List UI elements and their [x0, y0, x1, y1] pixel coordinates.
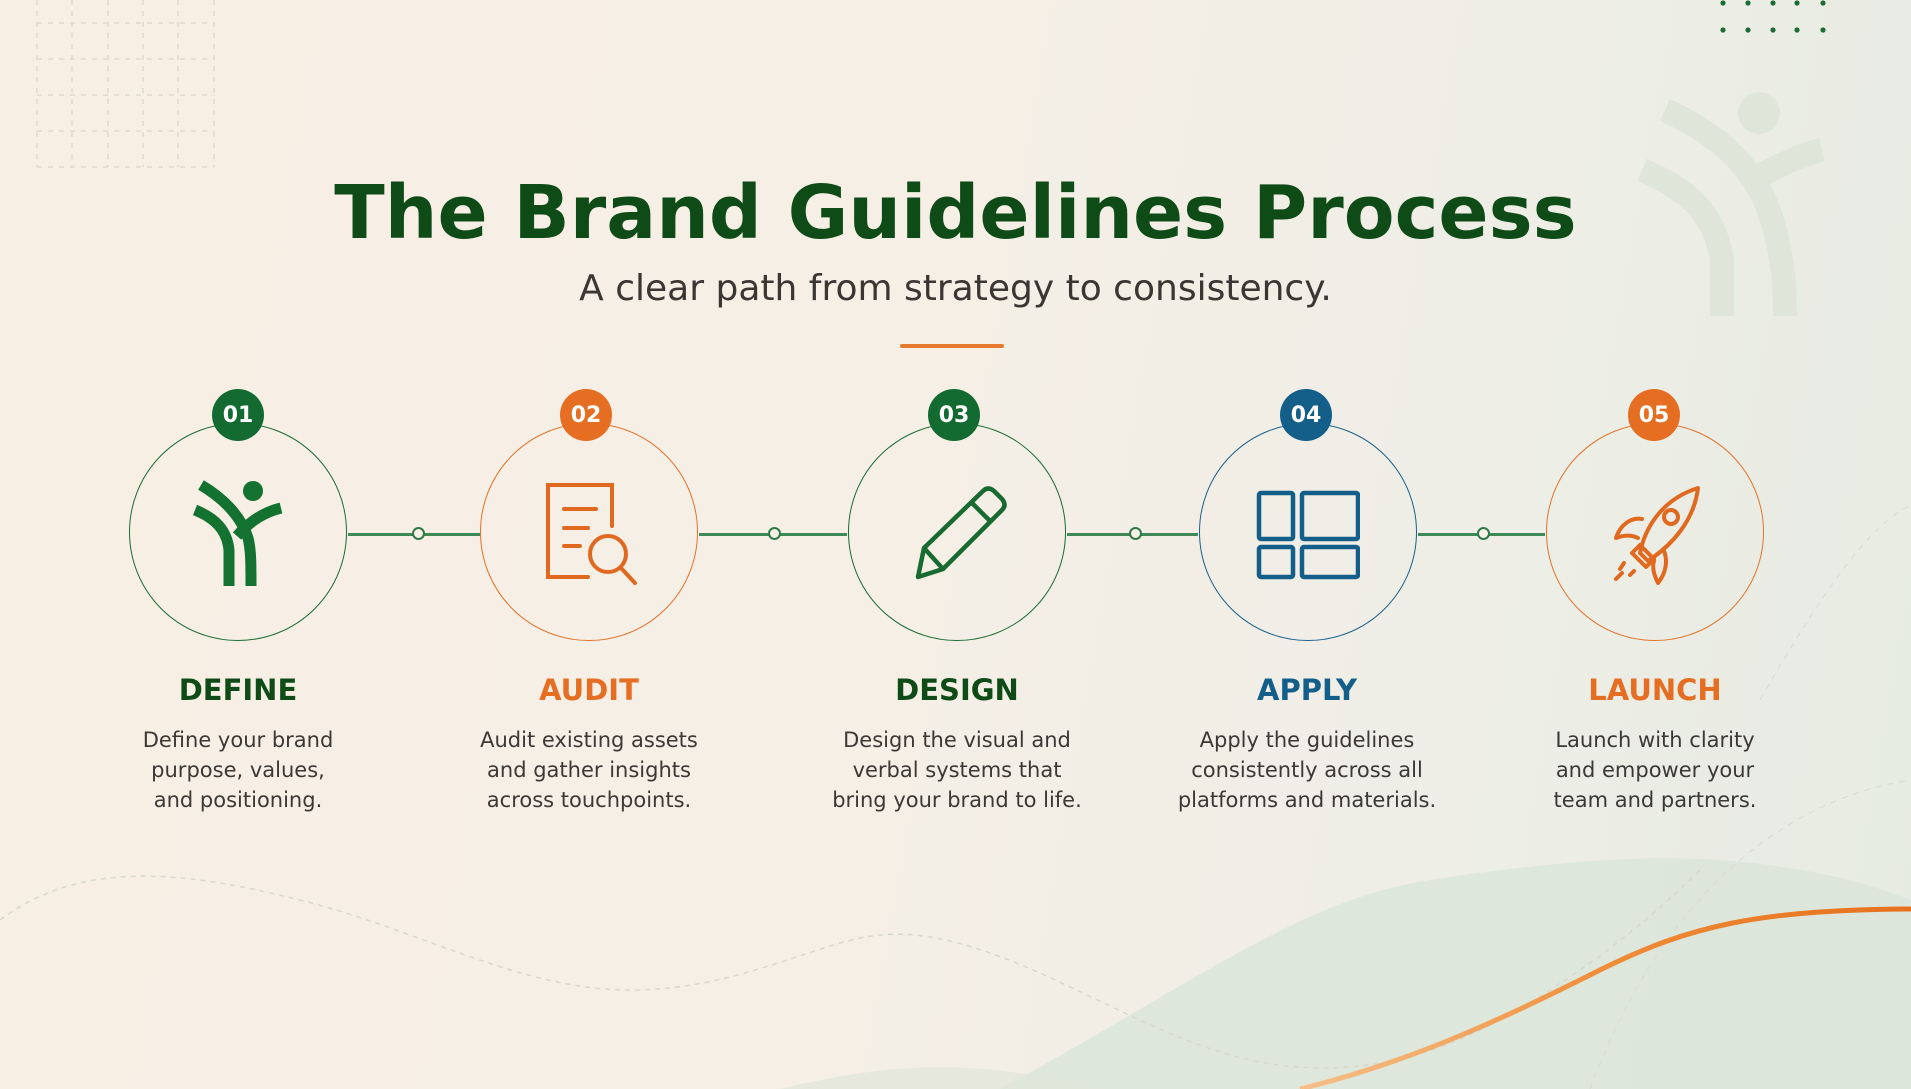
step-description: Apply the guidelines consistently across… — [1177, 728, 1437, 812]
step-number-badge: 04 — [1280, 389, 1332, 441]
dashed-grid-pattern — [36, 0, 215, 168]
step-description: Define your brand purpose, values, and p… — [142, 728, 334, 812]
step-number-badge: 02 — [560, 389, 612, 441]
step-title: APPLY — [1257, 673, 1357, 707]
step-title: LAUNCH — [1588, 673, 1722, 707]
page-subtitle: A clear path from strategy to consistenc… — [579, 268, 1332, 309]
step-description: Launch with clarity and empower your tea… — [1553, 728, 1757, 812]
watermark-logo-icon — [1637, 92, 1825, 317]
page-title: The Brand Guidelines Process — [334, 170, 1577, 256]
brand-figure-icon — [193, 480, 283, 587]
orange-accent-curve — [1299, 906, 1911, 1089]
step-title: DESIGN — [895, 673, 1019, 707]
step-number-badge: 03 — [928, 389, 980, 441]
document-search-icon — [546, 483, 637, 585]
green-hill-shape — [1000, 858, 1911, 1089]
step-number-badge: 05 — [1628, 389, 1680, 441]
connector-node — [1129, 527, 1142, 540]
rocket-icon — [1614, 486, 1700, 585]
title-divider — [900, 344, 1004, 348]
connector-node — [768, 527, 781, 540]
dot-pattern — [1720, 0, 1826, 33]
pencil-icon — [915, 486, 1007, 580]
step-description: Design the visual and verbal systems tha… — [832, 728, 1082, 812]
connector-node — [1477, 527, 1490, 540]
layout-grid-icon — [1256, 490, 1360, 580]
connector-node — [412, 527, 425, 540]
step-title: DEFINE — [178, 673, 298, 707]
step-title: AUDIT — [539, 673, 639, 707]
dashed-wave-line — [0, 869, 1701, 1069]
step-description: Audit existing assets and gather insight… — [480, 728, 698, 812]
step-number-badge: 01 — [212, 389, 264, 441]
